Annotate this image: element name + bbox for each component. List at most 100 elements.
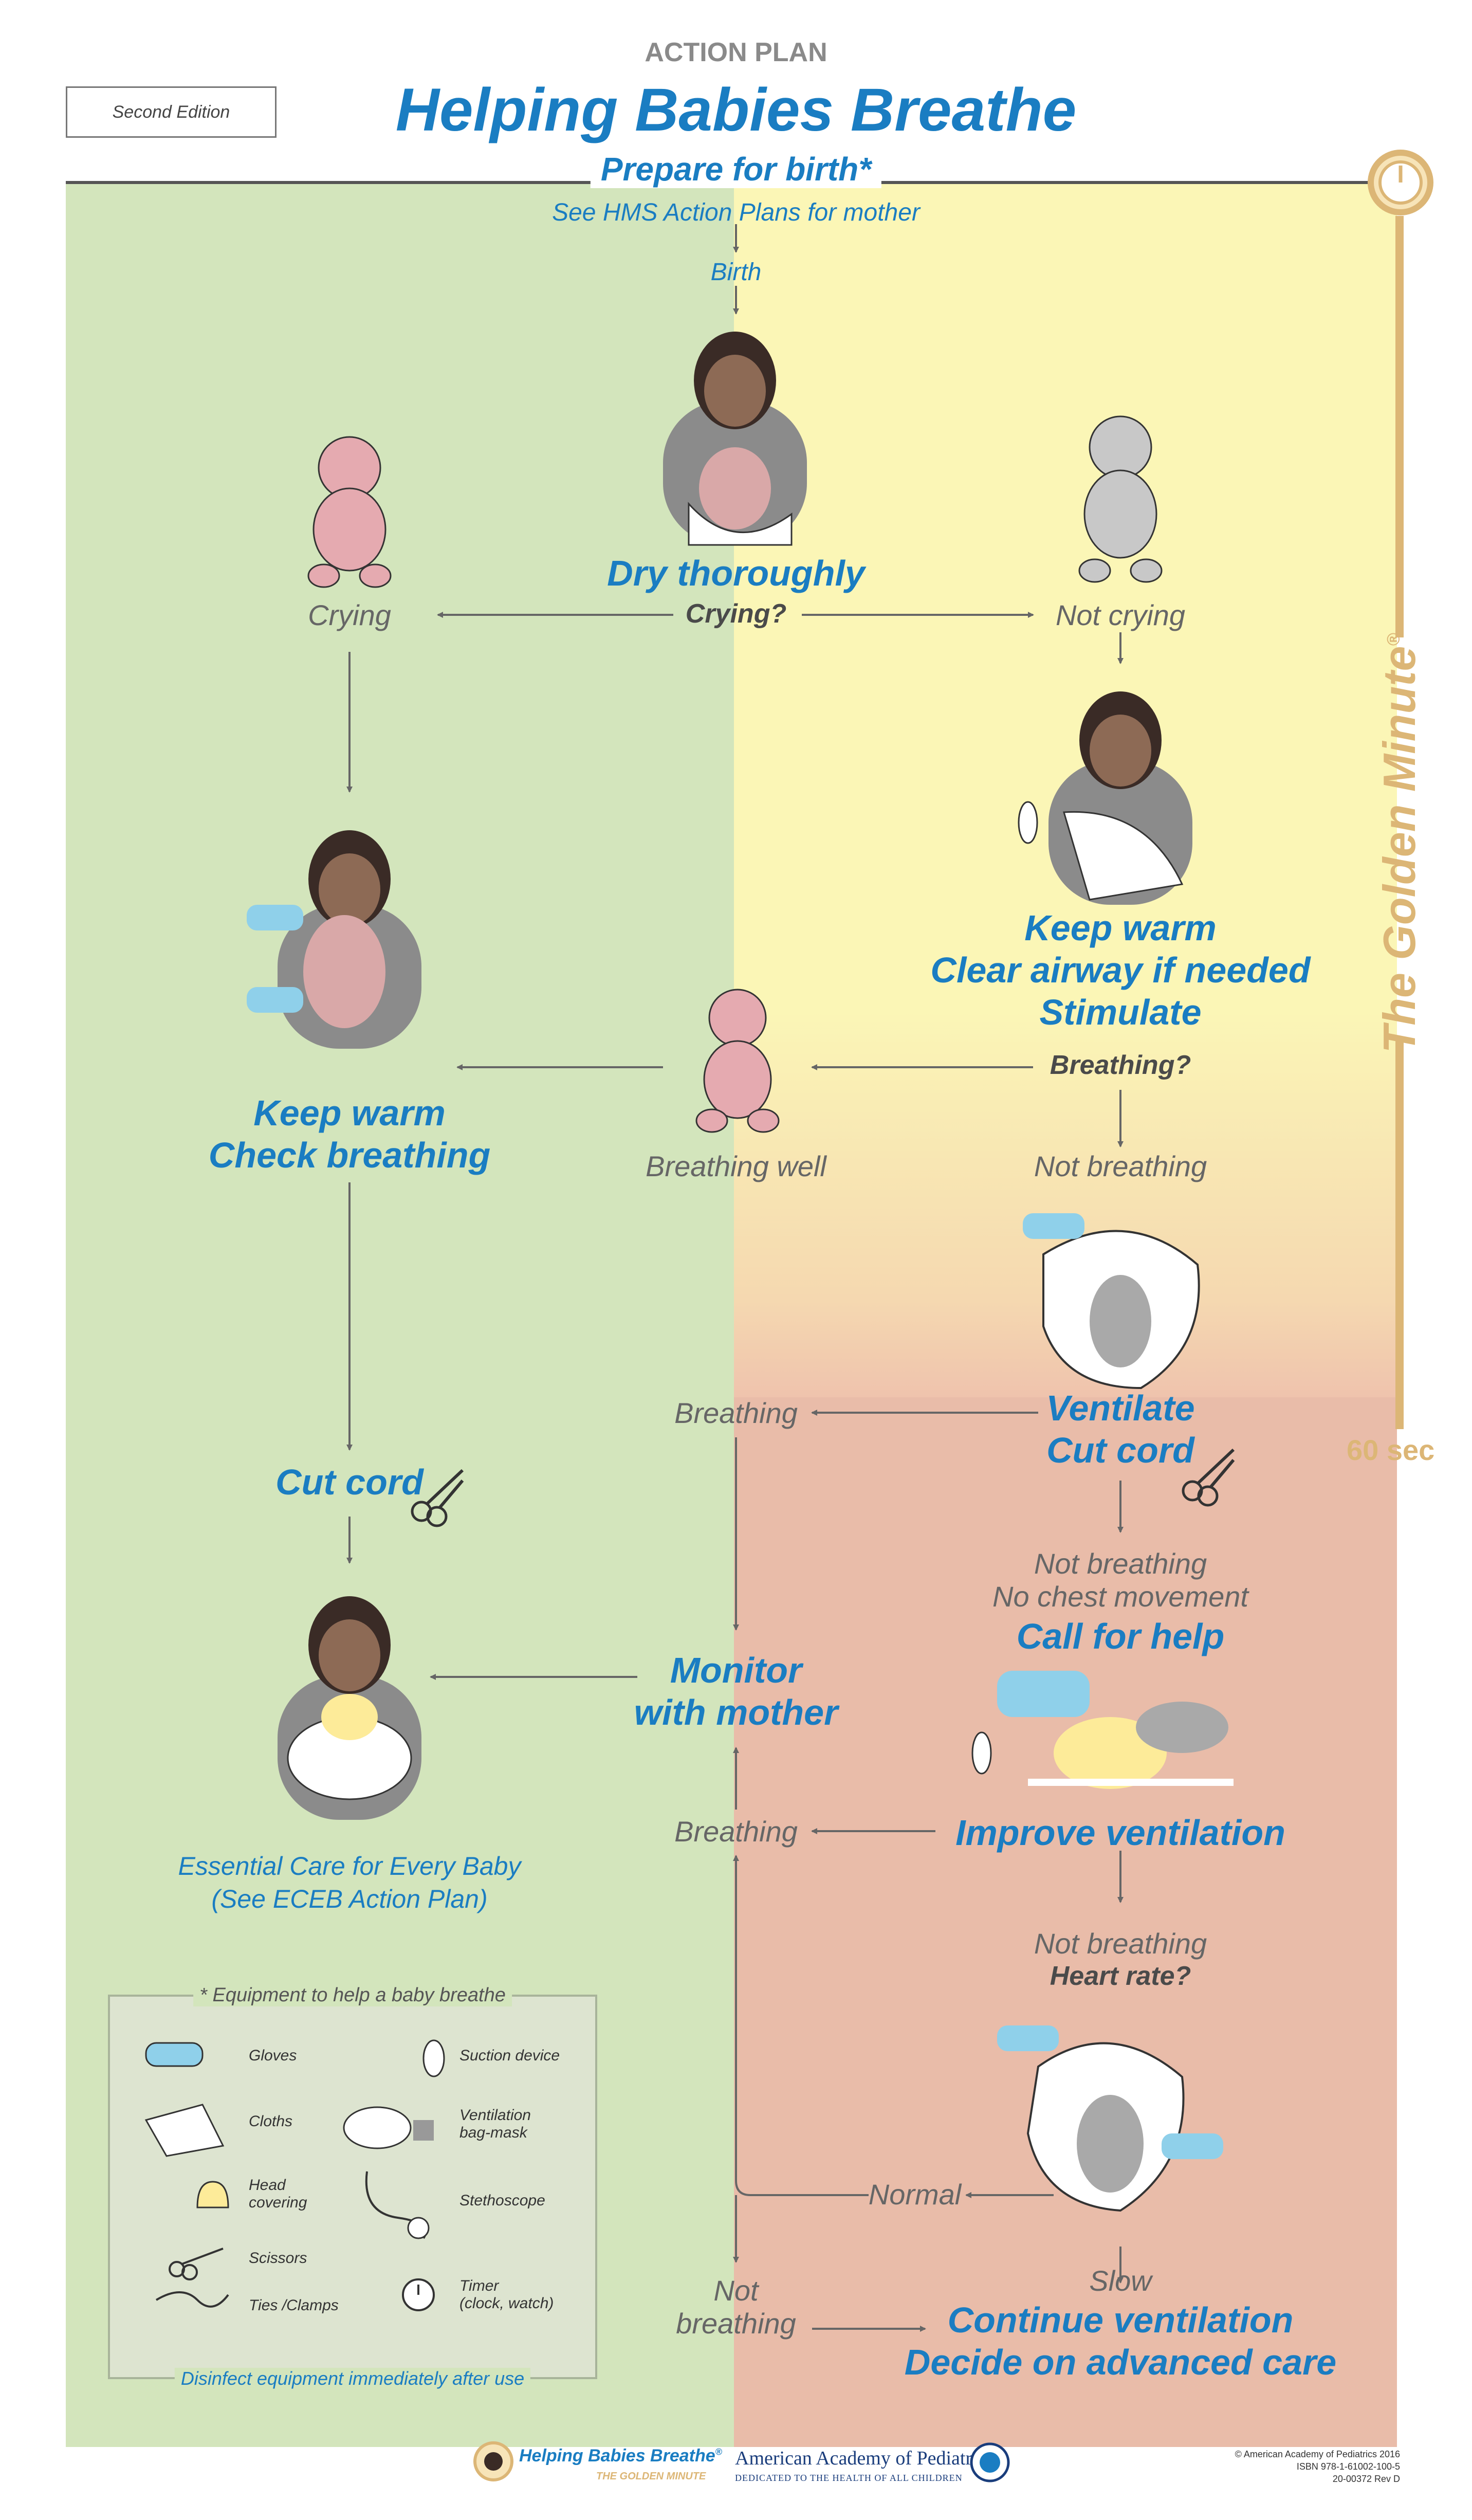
golden-minute-bar-bottom <box>1395 1038 1404 1429</box>
heart-rate-icon <box>997 2025 1223 2212</box>
crying-baby-icon <box>307 436 392 588</box>
keep-warm-mother-icon <box>247 830 421 1049</box>
improve-ventilation: Improve ventilation <box>955 1813 1285 1853</box>
stethoscope-icon <box>365 2171 430 2239</box>
not-text: Not <box>713 2274 759 2307</box>
ventilate-cut-cord: Ventilate Cut cord <box>1046 1387 1194 1471</box>
copyright-text: © American Academy of Pediatrics 2016 <box>1235 2449 1400 2459</box>
isbn-text: ISBN 978-1-61002-100-5 <box>1296 2461 1400 2472</box>
cut-cord-text-right: Cut cord <box>1046 1430 1194 1470</box>
dry-thoroughly: Dry thoroughly <box>607 553 865 593</box>
continue-ventilation: Continue ventilation Decide on advanced … <box>905 2299 1336 2383</box>
page-title: Helping Babies Breathe <box>395 76 1077 144</box>
not-breathing-hr-label: Not breathing <box>1034 1927 1207 1960</box>
clear-airway-text: Clear airway if needed <box>930 950 1311 990</box>
essential-care-text: Essential Care for Every Baby <box>178 1852 521 1880</box>
prepare-for-birth: Prepare for birth* <box>590 150 882 188</box>
breathing-baby-icon <box>695 989 780 1133</box>
timer-icon <box>1367 149 1434 216</box>
breathing-well-label: Breathing well <box>646 1150 826 1182</box>
keep-warm-text: Keep warm <box>1024 908 1217 948</box>
not-breathing-text-2: Not breathing <box>1034 1547 1207 1580</box>
call-help-icon <box>971 1671 1234 1789</box>
scissors-icon-cut-cord <box>411 1469 464 1527</box>
call-for-help: Call for help <box>1016 1616 1225 1656</box>
bag-mask-line2: bag-mask <box>459 2124 527 2141</box>
action-plan-label: ACTION PLAN <box>645 38 827 67</box>
copyright-block: © American Academy of Pediatrics 2016 IS… <box>1235 2448 1400 2485</box>
see-eceb-text: (See ECEB Action Plan) <box>211 1885 488 1913</box>
birth-label: Birth <box>710 259 762 286</box>
hbb-logo-icon <box>473 2441 513 2481</box>
bag-mask-line1: Ventilation <box>459 2107 531 2124</box>
timer-legend-icon <box>402 2278 435 2311</box>
golden-minute-bar-top <box>1395 216 1404 637</box>
rev-code-text: 20-00372 Rev D <box>1332 2474 1400 2484</box>
mother-baby-icon <box>663 332 807 546</box>
breathing-text: breathing <box>676 2307 796 2340</box>
equipment-legend: * Equipment to help a baby breathe Glove… <box>108 1984 597 2389</box>
monitor-with-mother: Monitor with mother <box>634 1649 838 1733</box>
not-breathing-zone <box>734 1397 1397 2447</box>
not-breathing-final: Not breathing <box>676 2274 796 2340</box>
stimulate-text: Stimulate <box>1039 992 1202 1032</box>
scissors-label: Scissors <box>249 2250 307 2267</box>
stethoscope-label: Stethoscope <box>459 2192 545 2209</box>
with-mother-text: with mother <box>634 1692 838 1732</box>
edition-text: Second Edition <box>112 102 230 122</box>
continue-ventilation-text: Continue ventilation <box>947 2300 1294 2340</box>
cut-cord-left: Cut cord <box>275 1462 424 1502</box>
hbb-logo-text: Helping Babies Breathe® <box>519 2446 722 2466</box>
monitor-text: Monitor <box>670 1650 802 1690</box>
hbb-reg: ® <box>715 2446 722 2457</box>
aap-tagline: DEDICATED TO THE HEALTH OF ALL CHILDREN <box>735 2473 963 2483</box>
suction-label: Suction device <box>459 2047 560 2064</box>
keep-warm-text-2: Keep warm <box>253 1093 446 1133</box>
stimulate-mother-icon <box>1018 691 1192 905</box>
no-chest-movement-text: No chest movement <box>992 1580 1248 1613</box>
head-line1: Head <box>249 2177 286 2194</box>
not-breathing-no-chest: Not breathing No chest movement <box>992 1547 1248 1613</box>
see-hms-note: See HMS Action Plans for mother <box>552 199 920 226</box>
ties-icon <box>155 2291 229 2308</box>
timer-line2: (clock, watch) <box>459 2295 554 2312</box>
cloths-label: Cloths <box>249 2113 293 2130</box>
gloves-label: Gloves <box>249 2047 297 2064</box>
equipment-title: * Equipment to help a baby breathe <box>193 1984 512 2006</box>
timer-label: Timer (clock, watch) <box>459 2277 554 2312</box>
keep-warm-check-breathing: Keep warm Check breathing <box>209 1092 490 1176</box>
advanced-care-text: Decide on advanced care <box>904 2342 1337 2382</box>
head-covering-label: Head covering <box>249 2177 307 2212</box>
keep-warm-clear-airway: Keep warm Clear airway if needed Stimula… <box>930 907 1310 1033</box>
scissors-icon <box>169 2248 224 2280</box>
head-line2: covering <box>249 2194 307 2211</box>
bag-mask-icon <box>343 2106 434 2149</box>
normal-label: Normal <box>868 2178 962 2211</box>
head-covering-icon <box>196 2181 229 2208</box>
crying-label: Crying <box>308 599 391 631</box>
not-crying-baby-icon <box>1078 415 1163 583</box>
slow-label: Slow <box>1089 2265 1152 2297</box>
sixty-sec-label: 60 sec <box>1347 1434 1435 1466</box>
essential-care-note: Essential Care for Every Baby (See ECEB … <box>178 1850 521 1915</box>
equipment-footer: Disinfect equipment immediately after us… <box>174 2368 531 2389</box>
aap-seal-icon <box>970 2442 1010 2482</box>
check-breathing-text: Check breathing <box>208 1135 491 1175</box>
bag-mask-label: Ventilation bag-mask <box>459 2107 531 2142</box>
timer-line1: Timer <box>459 2277 499 2294</box>
cloths-icon <box>144 2104 225 2157</box>
breathing-label-2: Breathing <box>674 1815 798 1848</box>
ties-label: Ties /Clamps <box>249 2297 339 2314</box>
heart-rate-question: Heart rate? <box>1050 1961 1191 1991</box>
arrow-normal-up <box>733 1855 869 2196</box>
gloves-icon <box>145 2042 204 2067</box>
breathing-label-1: Breathing <box>674 1397 798 1429</box>
aap-name: American Academy of Pediatrics <box>735 2448 994 2469</box>
ventilate-text: Ventilate <box>1046 1388 1195 1428</box>
breathing-question: Breathing? <box>1050 1050 1191 1080</box>
hbb-name: Helping Babies Breathe <box>519 2446 715 2466</box>
scissors-icon-ventilate <box>1182 1448 1235 1507</box>
crying-question: Crying? <box>685 599 787 629</box>
edition-badge: Second Edition <box>66 86 277 138</box>
